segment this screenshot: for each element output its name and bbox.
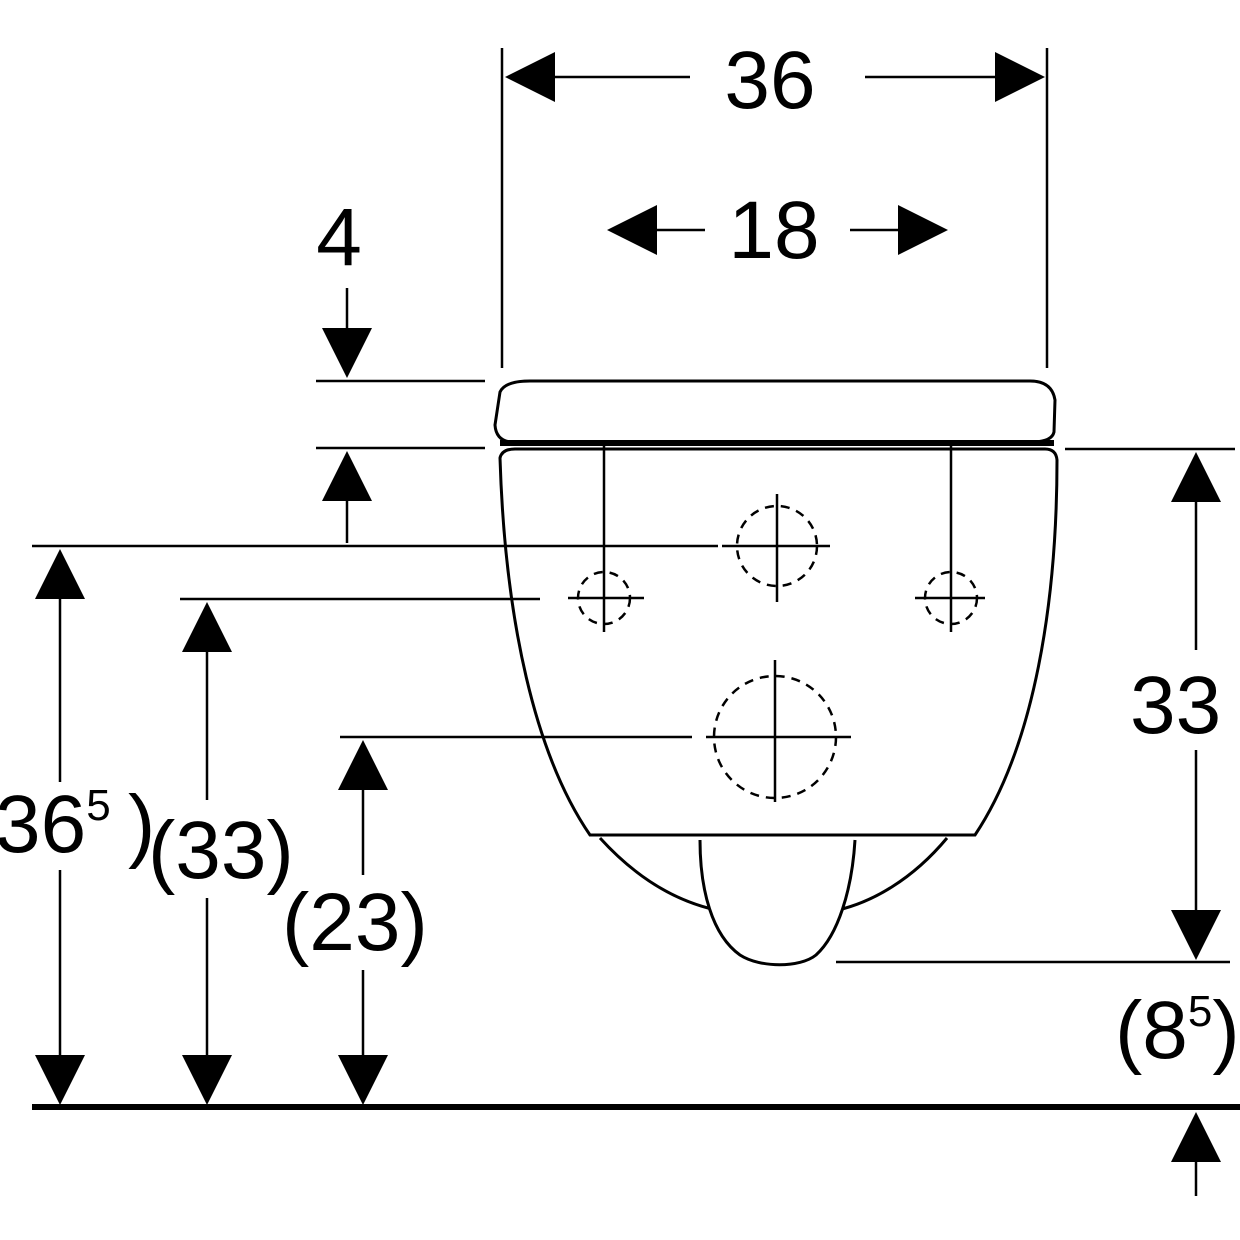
- dim-height-left-third-label: (23): [282, 877, 428, 968]
- dim-floor-offset-sup: 5: [1188, 987, 1212, 1036]
- seat-lid: [493, 379, 1057, 444]
- extension-lines: [32, 48, 1235, 964]
- fixing-hole-left: [568, 440, 644, 632]
- dim-overall-width-label: 36: [724, 35, 815, 126]
- dim-height-left-second-label: (33): [148, 805, 294, 896]
- dim-seat-thickness-label: 4: [316, 192, 362, 283]
- dim-fixing-spacing: 18: [607, 185, 948, 276]
- dim-floor-offset-label: (8: [1115, 985, 1188, 1076]
- waste-outlet-hole: [706, 660, 851, 802]
- bowl-body: [498, 447, 1059, 837]
- dim-height-left-second: (33): [148, 602, 294, 1105]
- dim-floor-offset: (85): [1115, 985, 1240, 1196]
- dim-height-left-third: (23): [282, 740, 428, 1105]
- svg-text:365: 365: [0, 779, 111, 870]
- dim-projection-height: 33: [1130, 452, 1221, 960]
- water-inlet-hole: [722, 494, 830, 602]
- dim-seat-thickness: 4: [316, 192, 372, 543]
- outlet-spigot: [698, 839, 857, 967]
- dim-height-left-main-sup: 5: [86, 781, 110, 830]
- dim-height-left-main-label: 36: [0, 779, 86, 870]
- dim-height-left-main: 365 ): [0, 549, 155, 1105]
- fixing-hole-right: [915, 440, 985, 632]
- dim-overall-width: 36: [505, 35, 1045, 126]
- dim-projection-height-label: 33: [1130, 660, 1221, 751]
- svg-text:(85): (85): [1115, 985, 1240, 1076]
- dim-height-left-main-bracket: ): [128, 779, 155, 870]
- dim-floor-offset-close: ): [1212, 985, 1239, 1076]
- dim-fixing-spacing-label: 18: [728, 185, 819, 276]
